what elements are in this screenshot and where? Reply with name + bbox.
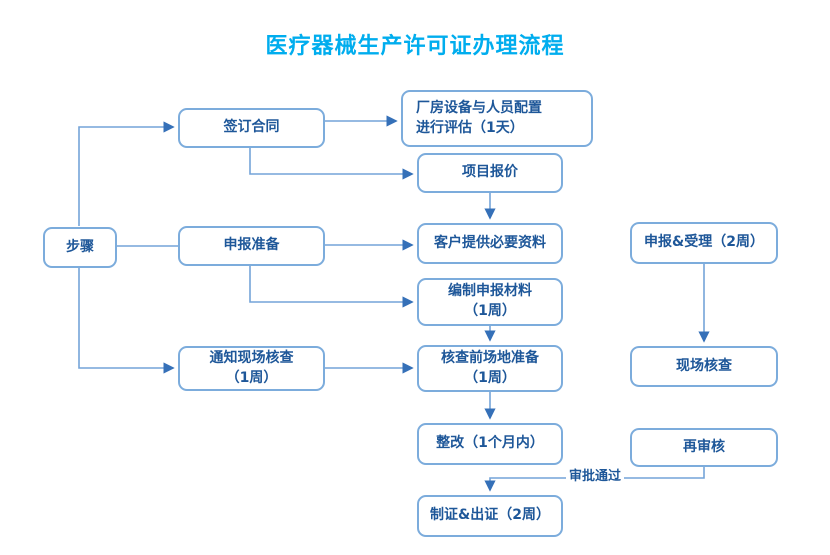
edge-steps-to-sign (78, 121, 175, 226)
node-re-review: 再审核 (630, 428, 778, 467)
edge-steps-to-notify (78, 268, 175, 374)
edge-sign-to-quote (249, 148, 414, 180)
node-onsite-inspection: 现场核查 (630, 346, 778, 387)
node-site-preparation: 核查前场地准备 （1周） (417, 345, 563, 392)
node-client-documents: 客户提供必要资料 (417, 223, 563, 264)
node-facility-assessment: 厂房设备与人员配置 进行评估（1天） (401, 90, 593, 147)
approval-passed-edge-label: 审批通过 (566, 468, 625, 487)
node-steps: 步骤 (43, 227, 117, 268)
node-declaration-prep: 申报准备 (178, 226, 325, 266)
page-title: 医疗器械生产许可证办理流程 (265, 34, 565, 59)
node-compile-materials: 编制申报材料 （1周） (417, 278, 563, 326)
node-project-quote: 项目报价 (417, 153, 563, 193)
node-sign-contract: 签订合同 (178, 108, 325, 148)
node-rectification: 整改（1个月内） (417, 423, 563, 465)
node-declare-accept: 申报&受理（2周） (630, 222, 778, 264)
edge-prep-to-compile (249, 266, 414, 308)
node-certificate-issue: 制证&出证（2周） (417, 495, 563, 537)
node-notify-site-inspection: 通知现场核查 （1周） (178, 346, 325, 391)
